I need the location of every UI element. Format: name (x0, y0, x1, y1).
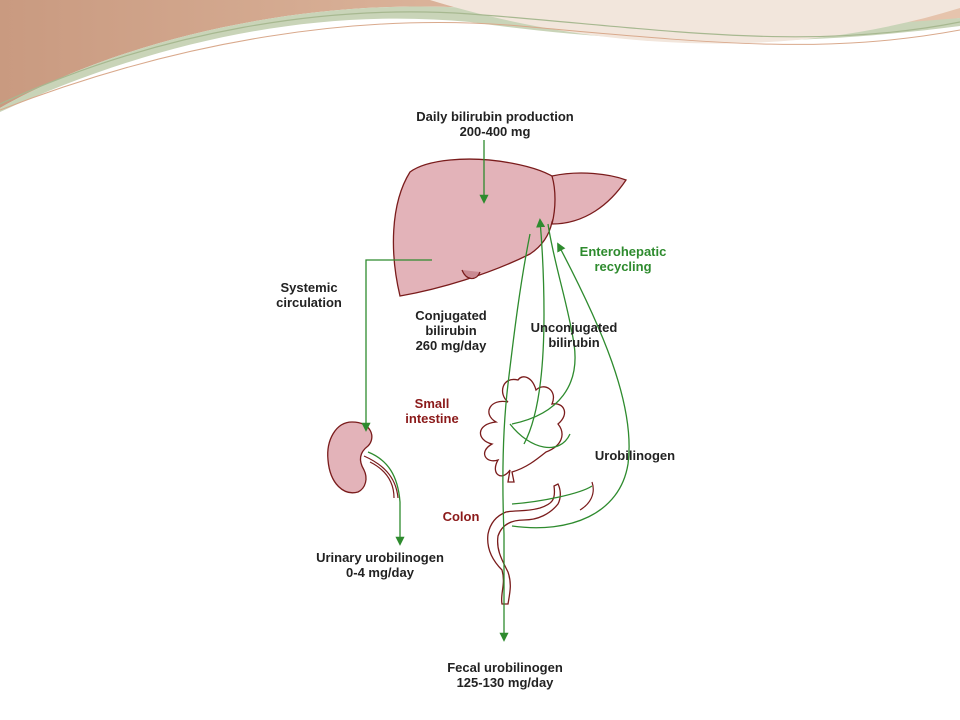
urinary-urobilinogen-label: Urinary urobilinogen 0-4 mg/day (292, 550, 468, 580)
unconjugated-line1: Unconjugated (530, 320, 618, 335)
urinary-output-path (367, 451, 405, 546)
colon-text: Colon (442, 509, 480, 524)
systemic-circulation-path (361, 259, 432, 432)
fecal-urobilinogen-label: Fecal urobilinogen 125-130 mg/day (420, 660, 590, 690)
unconjugated-line2: bilirubin (548, 335, 600, 350)
systemic-line2: circulation (276, 295, 342, 310)
small-intestine-label: Small intestine (392, 396, 472, 426)
enterohepatic-recycling-label: Enterohepatic recycling (568, 244, 678, 274)
organ-diagram (327, 140, 630, 642)
daily-production-label: Daily bilirubin production 200-400 mg (390, 109, 600, 139)
conjugated-line3: 260 mg/day (415, 338, 487, 353)
fecal-line1: Fecal urobilinogen (447, 660, 563, 675)
enterohepatic-line1: Enterohepatic (579, 244, 667, 259)
conjugated-bilirubin-label: Conjugated bilirubin 260 mg/day (396, 308, 506, 353)
urobilinogen-label: Urobilinogen (580, 448, 690, 463)
small-intestine-line2: intestine (405, 411, 459, 426)
enterohepatic-line2: recycling (594, 259, 652, 274)
ureter (363, 455, 399, 499)
header-swoosh-decoration (0, 0, 960, 112)
urobilinogen-path (511, 223, 576, 425)
kidney-shape (327, 421, 373, 494)
urinary-line1: Urinary urobilinogen (316, 550, 444, 565)
gallbladder (461, 269, 481, 280)
fecal-line2: 125-130 mg/day (456, 675, 554, 690)
conjugated-line1: Conjugated (415, 308, 487, 323)
enterohepatic-loop-path (511, 242, 630, 529)
urobilinogen-text: Urobilinogen (594, 448, 676, 463)
daily-production-line1: Daily bilirubin production (416, 109, 574, 124)
systemic-circulation-label: Systemic circulation (264, 280, 354, 310)
systemic-line1: Systemic (280, 280, 338, 295)
unconjugated-bilirubin-label: Unconjugated bilirubin (516, 320, 632, 350)
colon-shape (487, 483, 561, 605)
daily-production-line2: 200-400 mg (459, 124, 531, 139)
conjugated-line2: bilirubin (425, 323, 477, 338)
liver-right-lobe (551, 172, 627, 225)
conjugated-pathway (499, 233, 531, 642)
bilirubin-metabolism-figure: Daily bilirubin production 200-400 mg Sy… (240, 84, 714, 720)
urinary-line2: 0-4 mg/day (346, 565, 414, 580)
small-intestine-shape (479, 376, 566, 483)
unconjugated-return-path (523, 218, 546, 445)
colon-label: Colon (436, 509, 486, 524)
small-intestine-line1: Small (414, 396, 450, 411)
liver-shape (392, 158, 560, 297)
